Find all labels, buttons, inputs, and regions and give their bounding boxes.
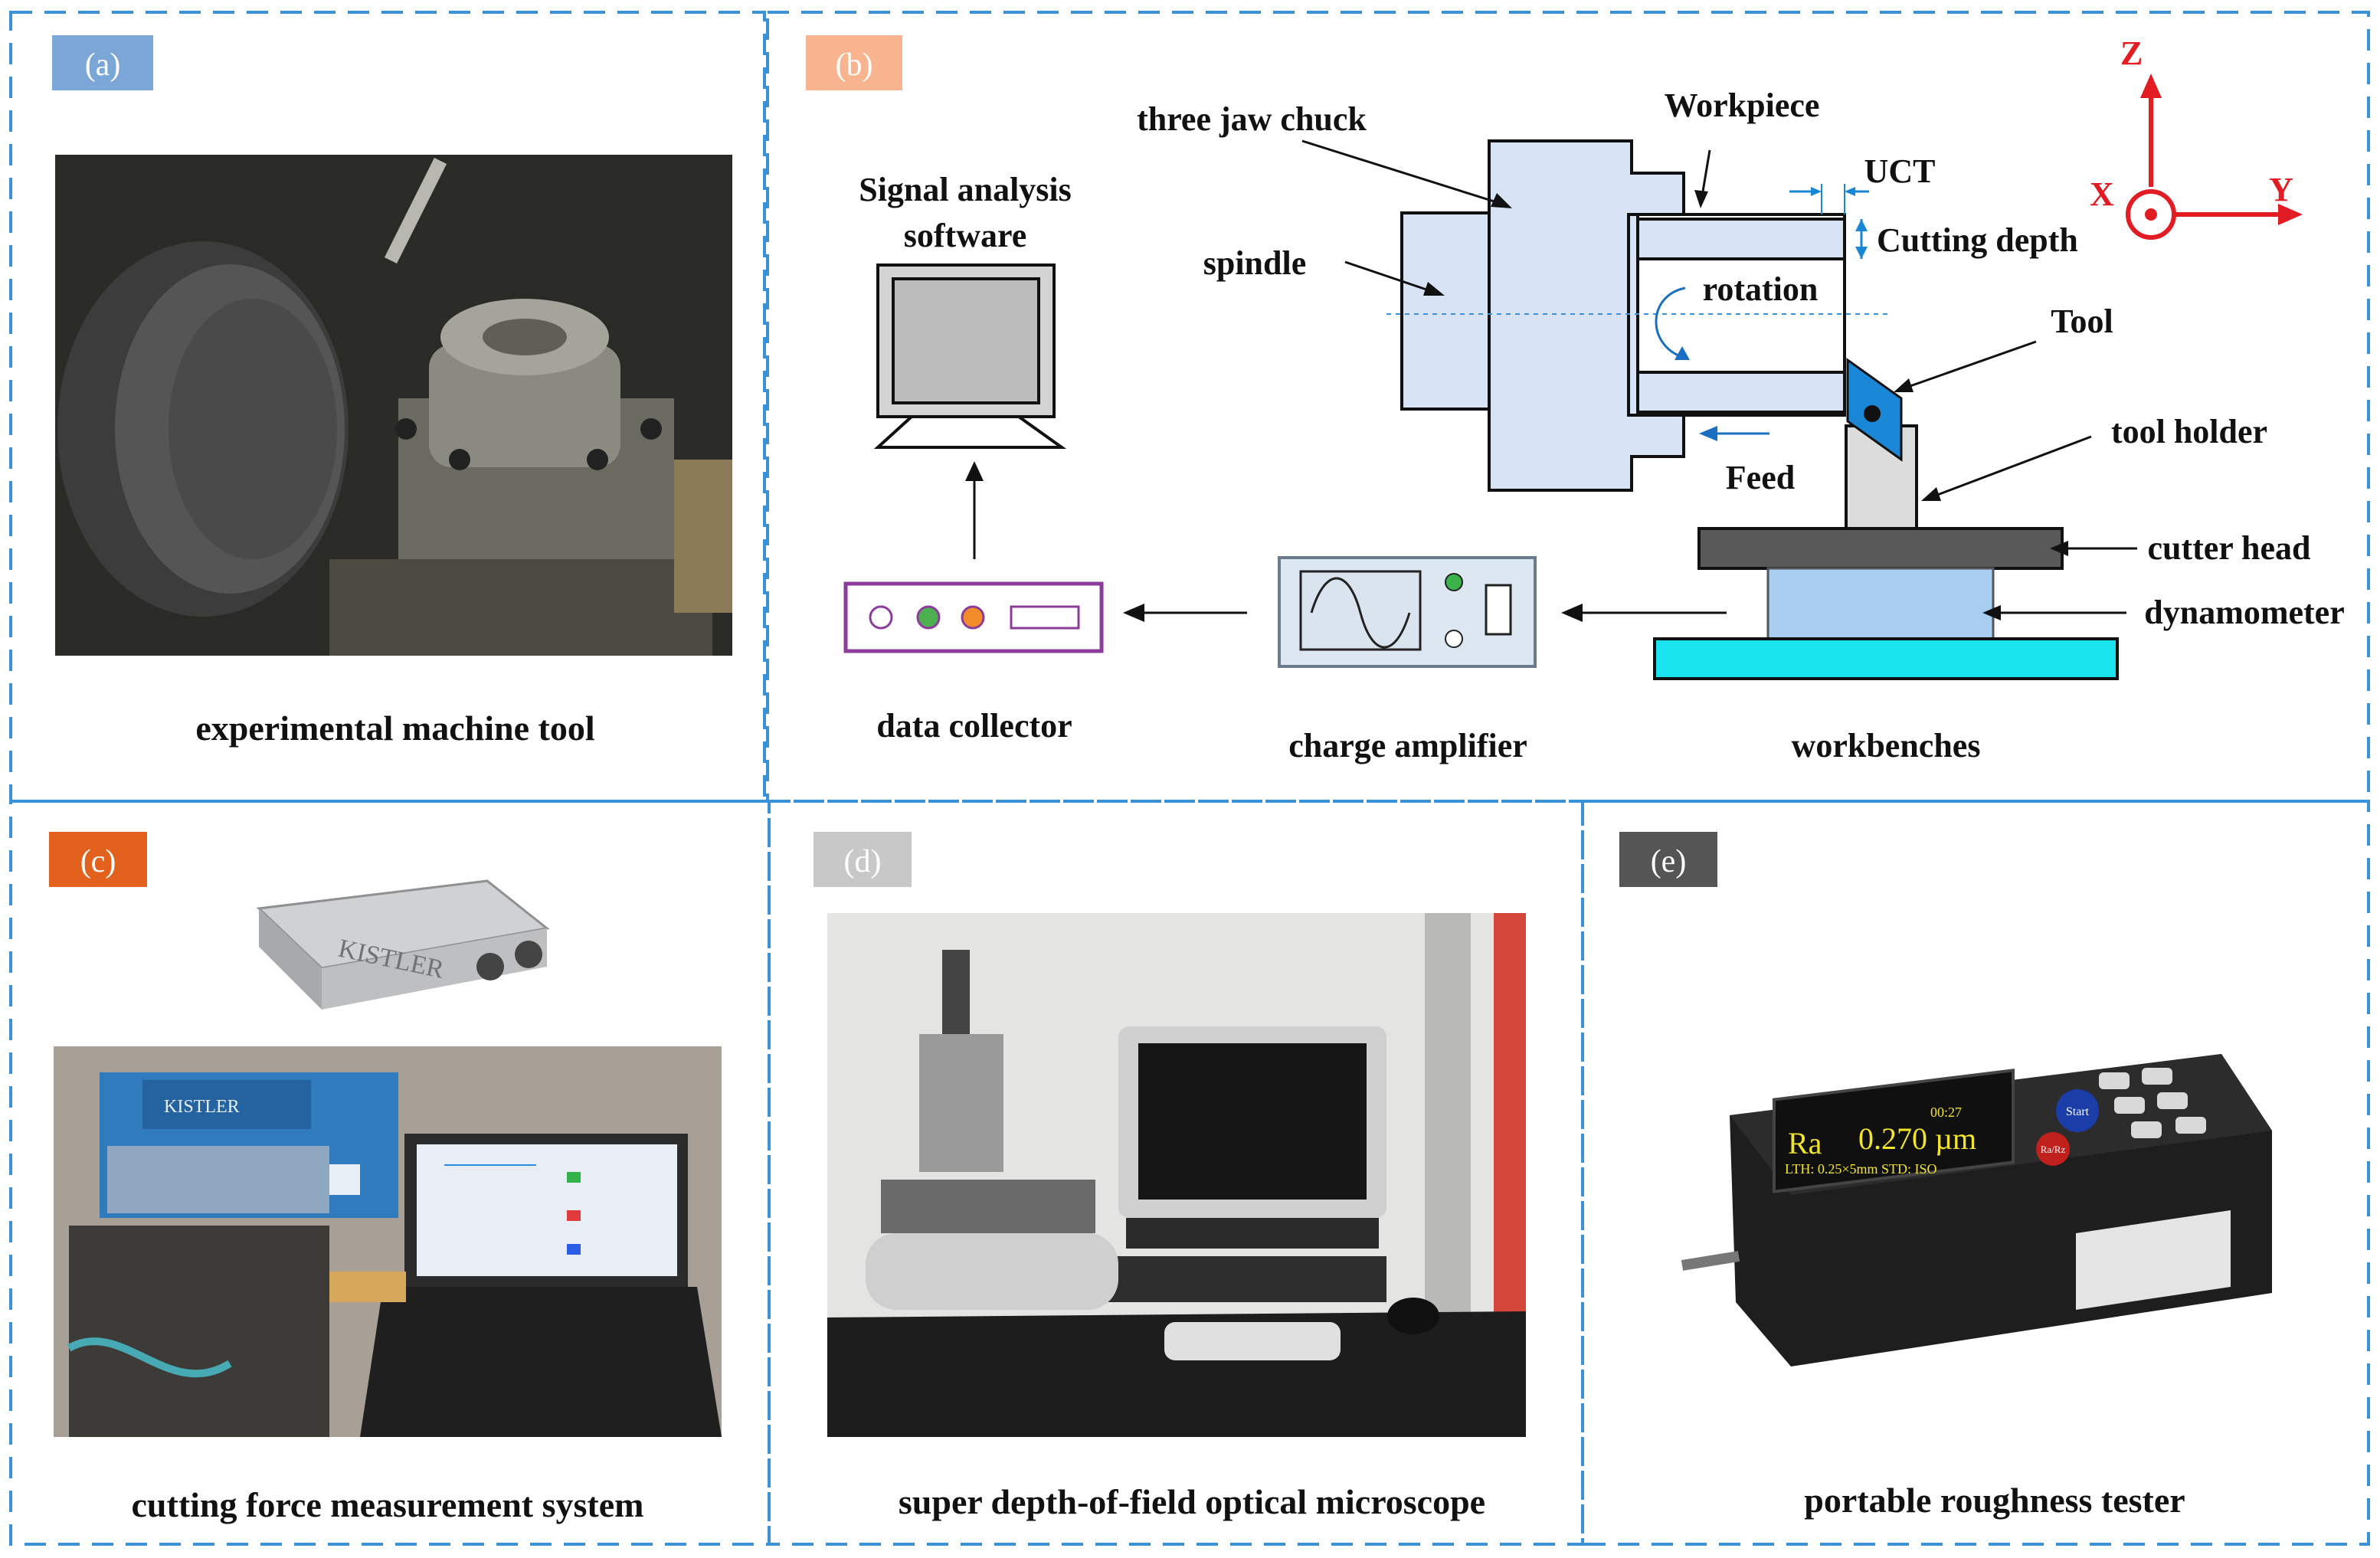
roughness-tester-photo: Ra 0.270 µm LTH: 0.25×5mm STD: ISO 00:27…	[1681, 1054, 2272, 1367]
caption-c: cutting force measurement system	[132, 1485, 644, 1524]
axis-z-label: Z	[2120, 34, 2143, 72]
badge-c-bg	[49, 832, 147, 887]
label-signal-analysis-2: software	[904, 217, 1026, 254]
label-three-jaw-chuck: three jaw chuck	[1137, 100, 1367, 138]
label-dynamometer: dynamometer	[2144, 594, 2345, 631]
screen-value: 0.270 µm	[1858, 1121, 1976, 1156]
badge-b-bg	[806, 35, 902, 90]
microscope-photo	[827, 913, 1526, 1437]
label-uct: UCT	[1864, 152, 1936, 190]
tester-screen	[1773, 1069, 2015, 1193]
label-cutting-depth: Cutting depth	[1877, 221, 2078, 259]
badge-a: (a)	[85, 47, 121, 83]
badge-d-bg	[814, 832, 912, 887]
mode-button-label: Ra/Rz	[2041, 1144, 2066, 1155]
caption-e: portable roughness tester	[1804, 1481, 2185, 1520]
kistler-logo-amp: KISTLER	[164, 1097, 240, 1117]
label-workbenches: workbenches	[1792, 727, 1981, 764]
badge-e: (e)	[1651, 844, 1687, 879]
mode-button	[2036, 1132, 2070, 1166]
label-rotation: rotation	[1703, 270, 1819, 308]
cutting-depth-dimension	[1855, 219, 1868, 259]
data-collector-icon	[843, 581, 1104, 653]
label-feed: Feed	[1726, 459, 1795, 496]
axis-y-label: Y	[2269, 171, 2293, 208]
panel-d: (d) super depth-of-field optical microsc…	[814, 832, 1526, 1521]
panel-e: (e) Ra 0.270 µm LTH: 0.25×5mm STD: ISO 0…	[1619, 832, 2272, 1520]
rotation-arrow	[1655, 286, 1686, 358]
label-spindle: spindle	[1203, 244, 1307, 282]
spindle-shape	[1400, 211, 1494, 411]
badge-a-bg	[52, 35, 153, 90]
panel-frames	[9, 11, 2370, 1546]
panel-a: (a) experimental machine tool	[52, 35, 732, 748]
caption-d: super depth-of-field optical microscope	[899, 1482, 1485, 1521]
leader-lines	[1301, 139, 2137, 620]
label-workpiece: Workpiece	[1665, 87, 1820, 124]
badge-b: (b)	[836, 47, 873, 83]
uct-dimension	[1789, 184, 1869, 214]
cutter-head-shape	[1697, 527, 2064, 570]
measurement-system-photo: KISTLER	[54, 1046, 722, 1437]
screen-param: Ra	[1788, 1126, 1822, 1160]
coordinate-axes	[2126, 74, 2303, 240]
panel-c: (c) KISTLER KISTLER c	[49, 832, 722, 1524]
label-tool-holder: tool holder	[2111, 413, 2267, 450]
dynamometer-photo: KISTLER	[256, 879, 550, 1010]
axis-x-label: X	[2090, 175, 2114, 213]
label-charge-amplifier: charge amplifier	[1288, 727, 1527, 764]
caption-a: experimental machine tool	[195, 709, 594, 748]
label-data-collector: data collector	[876, 707, 1072, 745]
badge-c: (c)	[80, 844, 116, 879]
monitor-icon	[873, 263, 1067, 449]
tool-insert-shape	[1846, 358, 1903, 462]
machine-tool-photo	[55, 155, 732, 656]
label-signal-analysis-1: Signal analysis	[859, 171, 1072, 208]
start-button-label: Start	[2066, 1105, 2090, 1118]
dynamometer-shape	[1766, 567, 1995, 640]
workbench-shape	[1653, 637, 2119, 680]
badge-e-bg	[1619, 832, 1717, 887]
badge-d: (d)	[844, 844, 882, 879]
charge-amplifier-icon	[1278, 556, 1537, 668]
label-tool: Tool	[2051, 303, 2113, 340]
start-button	[2056, 1089, 2099, 1132]
screen-clock: 00:27	[1930, 1105, 1962, 1120]
label-cutter-head: cutter head	[2147, 529, 2310, 567]
screen-line2: LTH: 0.25×5mm STD: ISO	[1785, 1161, 1937, 1177]
panel-b: (b) Signal analysis software data collec…	[806, 34, 2345, 764]
